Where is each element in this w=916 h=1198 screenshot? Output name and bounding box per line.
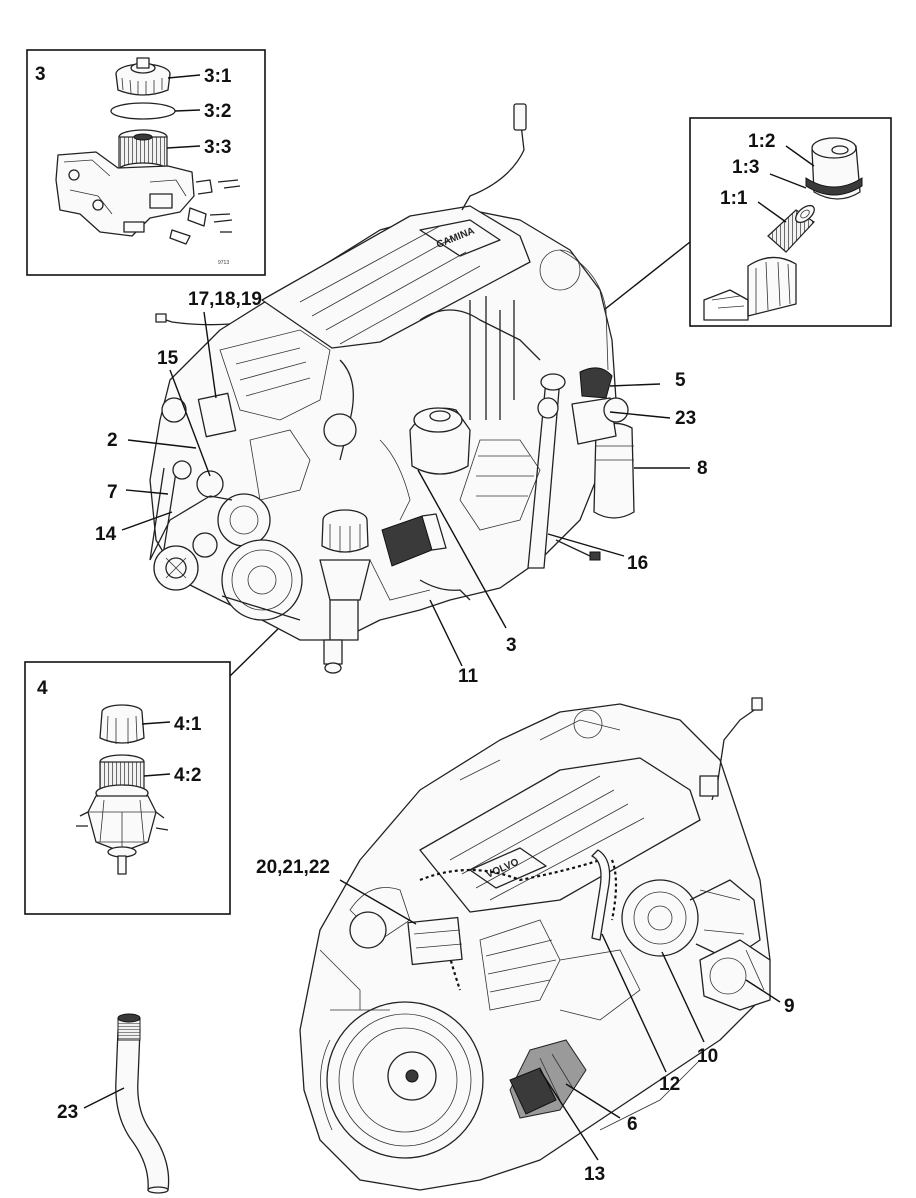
inset-3-title: 3 xyxy=(35,64,46,85)
engine-bottom-starter xyxy=(509,1039,587,1119)
engine-bottom-flywheel xyxy=(320,1001,484,1159)
engine-bottom-harness-dashed xyxy=(419,858,601,882)
leader-15 xyxy=(169,369,211,477)
o-ring-3-2 xyxy=(110,102,176,120)
callout-17-18-19: 17,18,19 xyxy=(188,289,262,310)
leader-3-1 xyxy=(167,74,201,79)
oil-filter-element-1-1 xyxy=(767,204,815,253)
callout-1-1: 1:1 xyxy=(720,188,748,209)
callout-3-1: 3:1 xyxy=(204,66,232,87)
callout-3-3: 3:3 xyxy=(204,137,231,158)
inset-4-title: 4 xyxy=(37,678,48,699)
leader-5 xyxy=(609,383,661,387)
inset-4-air-separator: 4 4:1 4:2 xyxy=(24,661,231,915)
separator-element-4-2 xyxy=(76,754,169,875)
callout-12: 12 xyxy=(659,1074,680,1095)
leader-17-18-19 xyxy=(203,311,217,399)
callout-23-top: 23 xyxy=(675,408,696,429)
leader-16 xyxy=(547,533,625,557)
leader-1-2 xyxy=(785,145,815,167)
engine-top-oil-dipstick-tube-16 xyxy=(527,367,613,569)
separator-cap-4-1 xyxy=(99,704,145,744)
engine-top-belt-drive xyxy=(149,397,303,621)
leader-4-1 xyxy=(141,721,171,725)
leader-1-1 xyxy=(757,201,787,223)
engine-top-separator-4 xyxy=(319,509,371,674)
leader-4-2 xyxy=(143,773,171,777)
leader-9 xyxy=(745,979,781,1003)
engine-top-harness-lead xyxy=(461,115,525,211)
inset-3-fuel-filter-housing: 3 xyxy=(26,49,266,276)
hose-23 xyxy=(115,1013,170,1194)
inset-3-frame xyxy=(26,49,266,276)
callout-1-3: 1:3 xyxy=(732,157,759,178)
engine-top-idler-pulley xyxy=(196,470,224,498)
leader-3-2 xyxy=(174,109,201,112)
leader-1-3 xyxy=(769,173,807,189)
callout-3: 3 xyxy=(506,635,517,656)
leader-11 xyxy=(429,599,463,667)
inset-1-oil-filter: 1:2 1:3 1:1 xyxy=(689,117,892,327)
callout-6: 6 xyxy=(627,1114,638,1135)
callout-20-21-22: 20,21,22 xyxy=(256,857,330,878)
leader-13 xyxy=(539,1069,599,1161)
engine-bottom-view: VOLVO xyxy=(299,697,771,1191)
callout-9: 9 xyxy=(784,996,795,1017)
engine-top-valve-cover: CAMINA xyxy=(261,205,531,349)
callout-23-hose: 23 xyxy=(57,1102,78,1123)
callout-4-1: 4:1 xyxy=(174,714,202,735)
engine-top-sensor-lead xyxy=(159,317,231,326)
leader-14 xyxy=(121,511,173,531)
filter-cap-3-1 xyxy=(115,57,171,96)
engine-top-oil-filter-1 xyxy=(409,407,471,475)
engine-bottom-turbo-10 xyxy=(621,879,761,961)
callout-5: 5 xyxy=(675,370,686,391)
engine-top-crank-pulley xyxy=(221,539,303,621)
leader-3-3 xyxy=(166,145,201,149)
engine-top-ecu xyxy=(197,392,237,438)
callout-11: 11 xyxy=(458,666,479,687)
engine-top-fuel-filter-8 xyxy=(571,397,635,519)
engine-bottom-ecu xyxy=(407,916,463,966)
leader-3 xyxy=(417,469,507,629)
engine-bottom-pipe-12 xyxy=(591,849,611,941)
leader-20-21-22 xyxy=(339,879,417,925)
callout-7: 7 xyxy=(107,482,118,503)
leader-10 xyxy=(661,951,705,1043)
leader-23-hose xyxy=(83,1087,125,1109)
callout-15: 15 xyxy=(157,348,179,369)
engine-top-view: CAMINA xyxy=(149,103,635,674)
leader-6 xyxy=(565,1083,621,1119)
engine-top-belt xyxy=(149,467,177,563)
callout-14: 14 xyxy=(95,524,117,545)
inset-3-ref-code: 9713 xyxy=(218,260,229,266)
callout-2: 2 xyxy=(107,430,118,451)
oil-filter-cap-1-2 xyxy=(805,137,863,200)
leader-23-top xyxy=(609,411,671,419)
callout-13: 13 xyxy=(584,1164,605,1185)
callout-10: 10 xyxy=(697,1046,718,1067)
callout-16: 16 xyxy=(627,553,648,574)
callout-8: 8 xyxy=(697,458,708,479)
engine-top-tensioner xyxy=(172,460,192,480)
engine-bottom-ac-compressor-9 xyxy=(699,939,771,1011)
callout-4-2: 4:2 xyxy=(174,765,201,786)
inset-1-frame xyxy=(689,117,892,327)
leader-2 xyxy=(127,439,197,449)
callout-3-2: 3:2 xyxy=(204,101,231,122)
leader-12 xyxy=(601,933,667,1073)
callout-1-2: 1:2 xyxy=(748,131,775,152)
leader-7 xyxy=(125,489,169,495)
inset-4-frame xyxy=(24,661,231,915)
oil-filter-housing xyxy=(703,256,797,321)
engine-bottom-valve-cover: VOLVO xyxy=(419,757,701,913)
filter-housing-body xyxy=(55,151,241,245)
